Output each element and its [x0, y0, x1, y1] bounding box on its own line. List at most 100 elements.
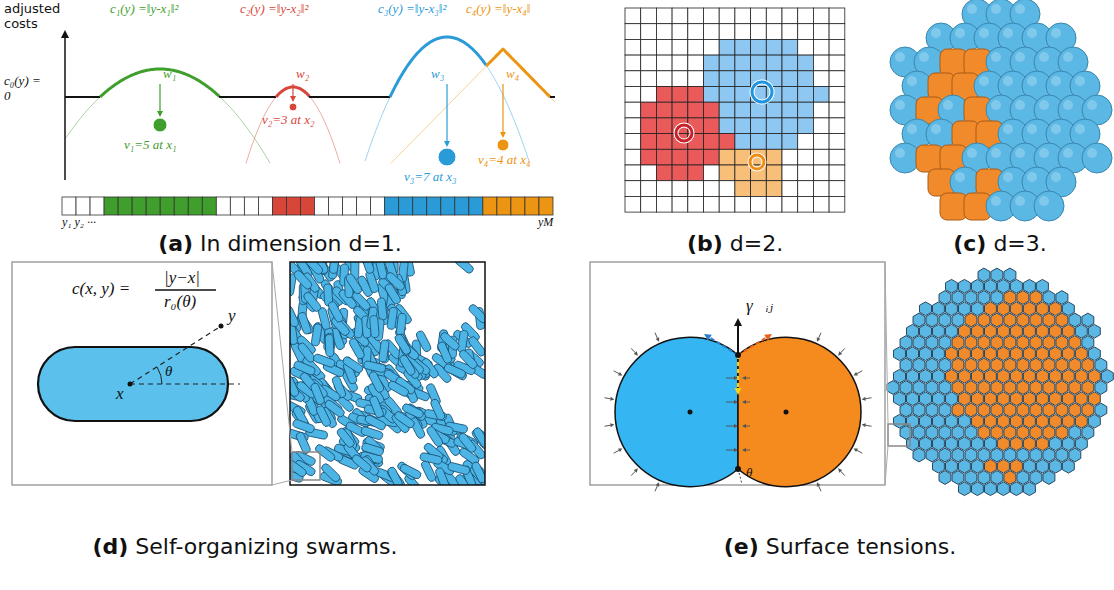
drawing-part	[866, 425, 872, 427]
tissue-cell	[939, 448, 951, 462]
grid-cell	[751, 55, 767, 71]
tissue-cell	[1062, 437, 1074, 451]
tissue-cell	[1017, 358, 1029, 372]
grid-cell	[829, 55, 845, 71]
grid-cell	[704, 102, 720, 118]
cost-label: c₀(y) = 0	[4, 74, 50, 104]
cell-highlight	[1015, 148, 1025, 158]
drawing-part	[735, 388, 742, 395]
grid-cell	[672, 149, 688, 165]
rod-particle	[377, 298, 387, 321]
grid-cell	[766, 24, 782, 40]
tissue-cell	[1004, 268, 1016, 282]
grid-cell	[539, 197, 553, 215]
tissue-cell	[920, 437, 932, 451]
tissue-cell	[1010, 279, 1022, 293]
tissue-cell	[1004, 381, 1016, 395]
cost-envelope	[219, 95, 276, 98]
cell-highlight	[895, 148, 905, 158]
tissue-cell	[933, 347, 945, 361]
cost-envelope	[309, 96, 390, 97]
cell-highlight	[1015, 196, 1025, 206]
tissue-cell	[1030, 358, 1042, 372]
tissue-cell	[1062, 302, 1074, 316]
grid-cell	[656, 102, 672, 118]
tissue-cell	[997, 347, 1009, 361]
tissue-cell	[997, 414, 1009, 428]
tissue-cell	[894, 414, 906, 428]
tissue-cell	[1030, 291, 1042, 305]
tissue-cell	[1043, 448, 1055, 462]
rod-particle	[290, 305, 300, 328]
drawing-part	[764, 334, 772, 341]
grid-cell	[813, 87, 829, 103]
tissue-cell	[1030, 426, 1042, 440]
drawing-part	[726, 378, 734, 379]
tissue-cell	[1062, 347, 1074, 361]
drawing-part	[500, 132, 506, 138]
grid-cell	[76, 197, 90, 215]
rod-particle	[396, 313, 407, 336]
rod-particle	[365, 270, 380, 293]
grid-cell	[625, 102, 641, 118]
arrow	[290, 84, 296, 102]
tissue-cell	[985, 347, 997, 361]
grid-cell	[735, 71, 751, 87]
tissue-cell	[1010, 437, 1022, 451]
site-dot	[289, 103, 297, 111]
drawing-part	[841, 471, 845, 475]
tissue-cell	[933, 437, 945, 451]
rod-particle	[434, 467, 450, 485]
zoom-box	[292, 452, 320, 480]
drawing-part	[853, 448, 857, 452]
drawing-part	[817, 337, 821, 341]
grid-cell	[813, 196, 829, 212]
tissue-cell	[965, 403, 977, 417]
tissue-cell	[939, 313, 951, 327]
drawing-part	[746, 450, 750, 451]
tissue-cell	[1043, 471, 1055, 485]
tissue-cell	[991, 313, 1003, 327]
tissue-cell	[1004, 313, 1016, 327]
tissue-cell	[933, 414, 945, 428]
cell-highlight	[1063, 52, 1073, 62]
tissue-cell	[972, 279, 984, 293]
drawing-part	[838, 468, 842, 472]
tissue-cell	[1023, 414, 1035, 428]
cell-highlight	[1003, 172, 1013, 182]
tissue-cell	[946, 437, 958, 451]
drawing-part	[734, 318, 742, 326]
grid-cell	[829, 196, 845, 212]
tissue-cell	[1023, 347, 1035, 361]
site-ring	[750, 155, 764, 169]
grid-cell	[735, 196, 751, 212]
grid-cell	[829, 102, 845, 118]
grid-cell	[641, 8, 657, 24]
tissue-cell	[978, 291, 990, 305]
site-dot	[153, 118, 167, 132]
tissue-cell	[1049, 324, 1061, 338]
cell-highlight	[931, 28, 941, 38]
formula: c(x, y) =	[72, 279, 130, 299]
rod-particle	[351, 290, 372, 312]
arrow	[735, 355, 742, 395]
site-ring	[752, 82, 772, 102]
rod-particle	[310, 382, 326, 405]
drawing-part	[290, 96, 296, 102]
grid-cell	[413, 197, 427, 215]
cell-highlight	[1063, 148, 1073, 158]
arrow	[614, 448, 623, 453]
tissue-cell	[1030, 313, 1042, 327]
arrow	[604, 423, 614, 427]
grid-cell	[118, 197, 132, 215]
grid-cell	[656, 8, 672, 24]
tissue-cell	[965, 448, 977, 462]
grid-cell	[483, 197, 497, 215]
panel-letter: (e)	[724, 534, 759, 559]
grid-cell	[813, 165, 829, 181]
tissue-cell	[997, 324, 1009, 338]
tissue-cell	[1030, 448, 1042, 462]
tissue-cell	[1043, 403, 1055, 417]
cell-highlight	[1015, 100, 1025, 110]
tissue-cell	[933, 459, 945, 473]
